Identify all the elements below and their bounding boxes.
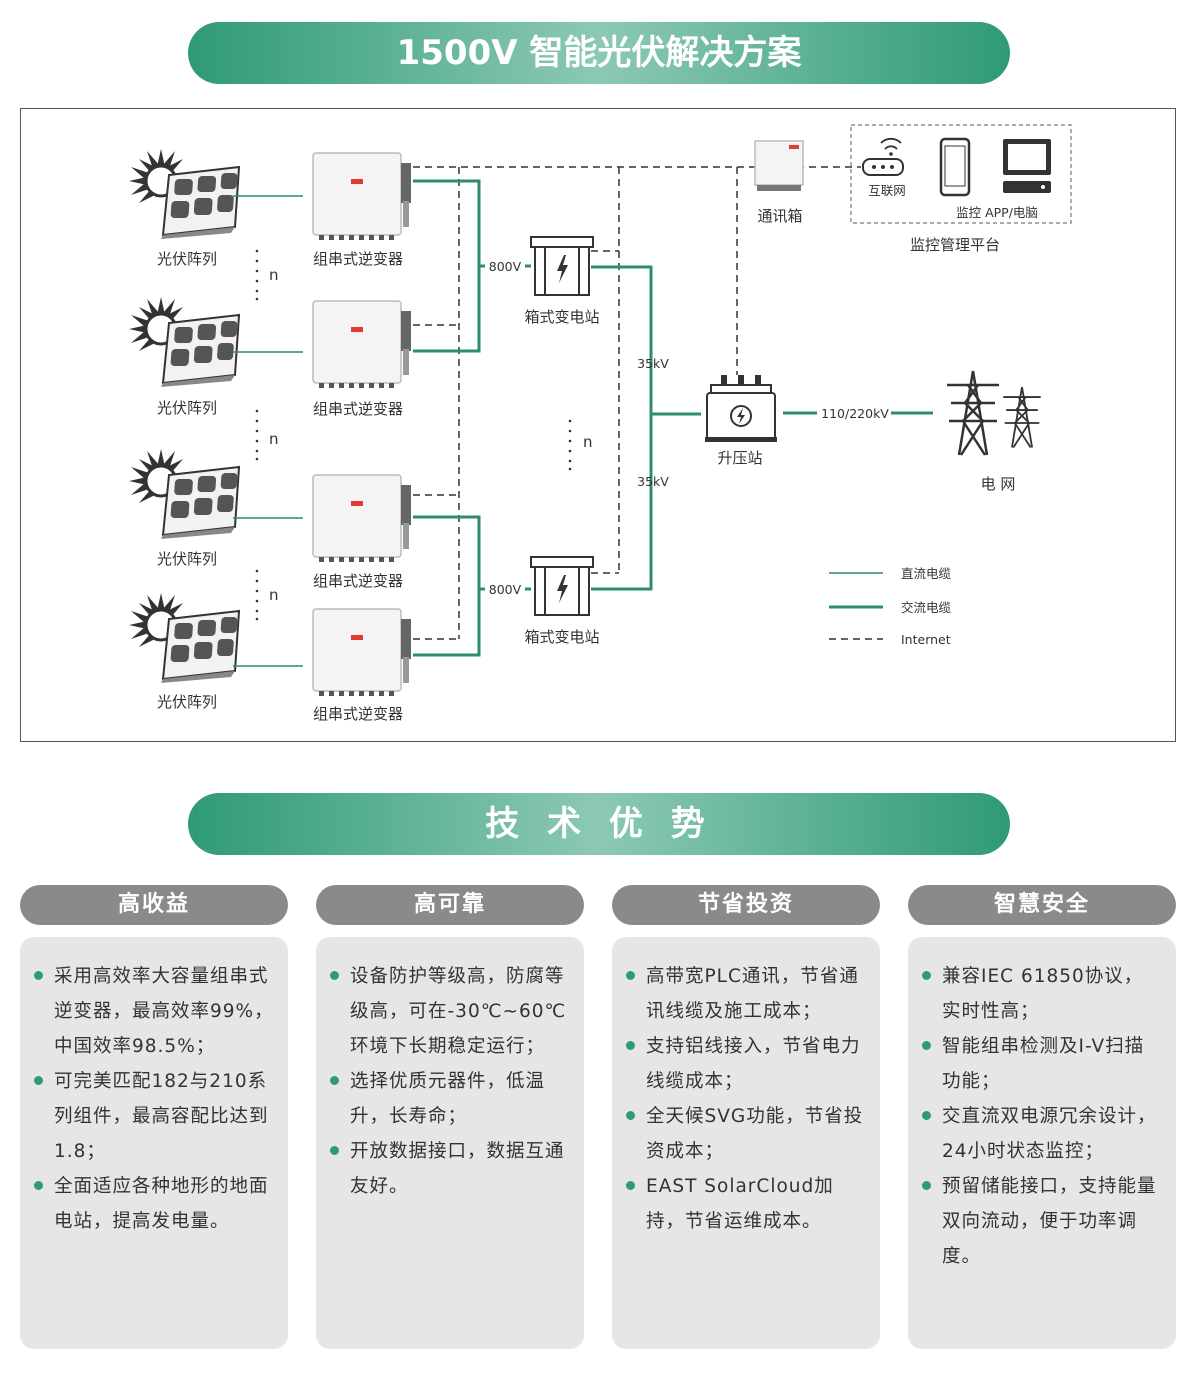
bullet-dot-icon	[34, 1076, 43, 1085]
card-item: 高带宽PLC通讯，节省通讯线缆及施工成本；	[626, 959, 866, 1029]
booster-station	[705, 375, 777, 442]
voltage-label-35kv-2: 35kV	[637, 474, 669, 489]
n-marker-2: n	[269, 430, 279, 448]
box-transformer-2	[530, 556, 594, 616]
card-body-save-investment: 高带宽PLC通讯，节省通讯线缆及施工成本； 支持铝线接入，节省电力线缆成本； 全…	[612, 937, 880, 1349]
pv-label-3: 光伏阵列	[157, 550, 217, 568]
card-item: 开放数据接口，数据互通友好。	[330, 1134, 570, 1204]
pv-array-4	[127, 591, 241, 685]
bullet-dot-icon	[330, 971, 339, 980]
card-item: 支持铝线接入，节省电力线缆成本；	[626, 1029, 866, 1099]
n-marker-3: n	[269, 586, 279, 604]
bullet-dot-icon	[330, 1076, 339, 1085]
bullet-dot-icon	[626, 1181, 635, 1190]
voltage-label-110-220kv: 110/220kV	[821, 406, 889, 421]
legend-dc-label: 直流电缆	[901, 566, 952, 581]
pv-label-1: 光伏阵列	[157, 250, 217, 268]
bullet-dot-icon	[34, 1181, 43, 1190]
booster-label: 升压站	[717, 449, 762, 467]
legend-internet-label: Internet	[901, 632, 951, 647]
inverter-label-4: 组串式逆变器	[313, 705, 403, 723]
bullet-dot-icon	[330, 1146, 339, 1155]
voltage-label-800v-1: 800V	[489, 259, 522, 274]
bullet-dot-icon	[922, 971, 931, 980]
card-body-high-reliability: 设备防护等级高，防腐等级高，可在-30℃~60℃环境下长期稳定运行； 选择优质元…	[316, 937, 584, 1349]
bullet-dot-icon	[626, 1111, 635, 1120]
n-marker-4: n	[583, 433, 593, 451]
platform-label: 监控管理平台	[910, 236, 1000, 254]
legend-ac-label: 交流电缆	[901, 600, 952, 615]
grid-label: 电 网	[981, 475, 1016, 493]
card-title-smart-safety: 智慧安全	[908, 885, 1176, 925]
pv-array-2	[127, 295, 241, 389]
bullet-dot-icon	[922, 1111, 931, 1120]
n-marker-1: n	[269, 266, 279, 284]
inverter-label-3: 组串式逆变器	[313, 572, 403, 590]
card-item: 可完美匹配182与210系列组件，最高容配比达到1.8；	[34, 1064, 274, 1169]
card-title-save-investment: 节省投资	[612, 885, 880, 925]
comm-box	[754, 140, 804, 191]
voltage-label-35kv-1: 35kV	[637, 356, 669, 371]
phone-icon	[939, 137, 971, 197]
bullet-dot-icon	[626, 971, 635, 980]
inverter-1	[312, 152, 412, 241]
bullet-dot-icon	[922, 1041, 931, 1050]
legend: 直流电缆 交流电缆 Internet	[829, 566, 952, 647]
computer-icon	[1003, 139, 1051, 193]
card-item: 智能组串检测及I-V扫描功能；	[922, 1029, 1162, 1099]
inverter-2	[312, 300, 412, 389]
monitor-platform-box	[850, 124, 1072, 224]
inverter-4	[312, 608, 412, 697]
card-item: 全天候SVG功能，节省投资成本；	[626, 1099, 866, 1169]
pv-array-1	[127, 147, 241, 241]
transformer-label-1: 箱式变电站	[524, 308, 599, 326]
grid-tower-icon	[945, 369, 1042, 457]
card-item: 全面适应各种地形的地面电站，提高发电量。	[34, 1169, 274, 1239]
page-title-banner: 1500V 智能光伏解决方案	[188, 22, 1010, 84]
card-title-high-yield: 高收益	[20, 885, 288, 925]
internet-label: 互联网	[868, 183, 906, 198]
card-item: 采用高效率大容量组串式逆变器，最高效率99%，中国效率98.5%；	[34, 959, 274, 1064]
bullet-dot-icon	[34, 971, 43, 980]
pv-label-2: 光伏阵列	[157, 399, 217, 417]
comm-box-label: 通讯箱	[757, 207, 802, 225]
pv-array-3	[127, 447, 241, 541]
inverter-3	[312, 474, 412, 563]
section-title-banner: 技 术 优 势	[188, 793, 1010, 855]
transformer-label-2: 箱式变电站	[524, 628, 599, 646]
app-label: 监控 APP/电脑	[956, 205, 1038, 220]
card-item: EAST SolarCloud加持，节省运维成本。	[626, 1169, 866, 1239]
card-item: 设备防护等级高，防腐等级高，可在-30℃~60℃环境下长期稳定运行；	[330, 959, 570, 1064]
box-transformer-1	[530, 236, 594, 296]
bullet-dot-icon	[922, 1181, 931, 1190]
pv-label-4: 光伏阵列	[157, 693, 217, 711]
router-icon	[862, 137, 904, 176]
voltage-label-800v-2: 800V	[489, 582, 522, 597]
card-item: 交直流双电源冗余设计，24小时状态监控；	[922, 1099, 1162, 1169]
solution-diagram: 光伏阵列 光伏阵列 光伏阵列 光伏阵列 组串式逆变器 组串式逆变器 组串式逆变器…	[20, 108, 1176, 742]
card-item: 兼容IEC 61850协议，实时性高；	[922, 959, 1162, 1029]
card-body-high-yield: 采用高效率大容量组串式逆变器，最高效率99%，中国效率98.5%； 可完美匹配1…	[20, 937, 288, 1349]
card-title-high-reliability: 高可靠	[316, 885, 584, 925]
card-item: 预留储能接口，支持能量双向流动，便于功率调度。	[922, 1169, 1162, 1274]
bullet-dot-icon	[626, 1041, 635, 1050]
inverter-label-2: 组串式逆变器	[313, 400, 403, 418]
card-body-smart-safety: 兼容IEC 61850协议，实时性高； 智能组串检测及I-V扫描功能； 交直流双…	[908, 937, 1176, 1349]
card-item: 选择优质元器件，低温升，长寿命；	[330, 1064, 570, 1134]
inverter-label-1: 组串式逆变器	[313, 250, 403, 268]
